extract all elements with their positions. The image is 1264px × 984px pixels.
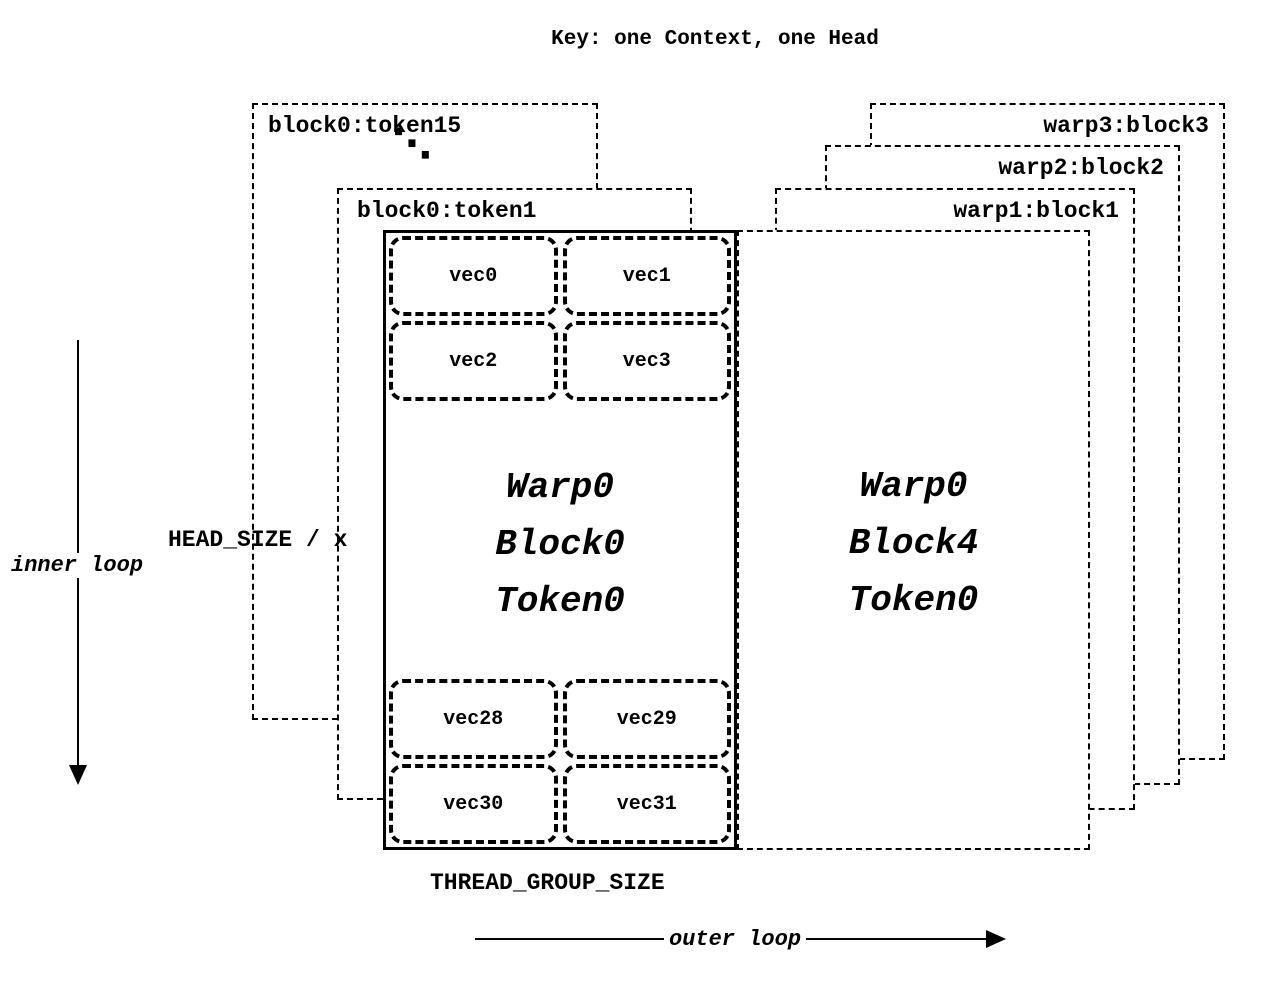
warp0-block4-line1: Warp0 <box>859 466 968 507</box>
vec2-box: vec2 <box>389 321 558 401</box>
warp0-block4-label: Warp0 Block4 Token0 <box>739 458 1088 629</box>
warp0-block0-box: vec0 vec1 vec2 vec3 Warp0 Block0 Token0 … <box>383 230 737 850</box>
warp3-block3-label: warp3:block3 <box>1043 113 1209 139</box>
vec29-box: vec29 <box>562 679 731 759</box>
head-size-label: HEAD_SIZE / x <box>168 527 348 553</box>
vec28-box: vec28 <box>389 679 558 759</box>
inner-loop-label: inner loop <box>6 553 149 578</box>
outer-loop-arrowhead-icon <box>986 930 1006 948</box>
vertical-ellipsis-dots: ⋱ <box>392 121 432 167</box>
vec3-box: vec3 <box>562 321 731 401</box>
bottom-vec-group: vec28 vec29 vec30 vec31 <box>389 679 731 844</box>
warp0-block0-label: Warp0 Block0 Token0 <box>386 459 734 630</box>
block0-token1-label: block0:token1 <box>357 198 537 224</box>
warp0-block0-line2: Block0 <box>495 524 625 565</box>
warp0-block0-line1: Warp0 <box>505 467 615 508</box>
vec31-box: vec31 <box>562 764 731 844</box>
vec1-box: vec1 <box>562 236 731 316</box>
warp0-block4-line2: Block4 <box>848 523 979 564</box>
warp1-block1-label: warp1:block1 <box>953 198 1119 224</box>
warp2-block2-label: warp2:block2 <box>998 155 1164 181</box>
warp0-block0-line3: Token0 <box>495 581 625 622</box>
diagram-title: Key: one Context, one Head <box>551 28 879 51</box>
block0-token15-label: block0:token15 <box>268 113 462 139</box>
inner-loop-arrowhead-icon <box>69 765 87 785</box>
vec0-box: vec0 <box>389 236 558 316</box>
thread-group-size-label: THREAD_GROUP_SIZE <box>430 870 665 896</box>
outer-loop-label: outer loop <box>664 927 807 952</box>
warp0-block4-box: Warp0 Block4 Token0 <box>737 230 1090 850</box>
top-vec-group: vec0 vec1 vec2 vec3 <box>389 236 731 401</box>
warp0-block4-line3: Token0 <box>848 580 979 621</box>
vec30-box: vec30 <box>389 764 558 844</box>
